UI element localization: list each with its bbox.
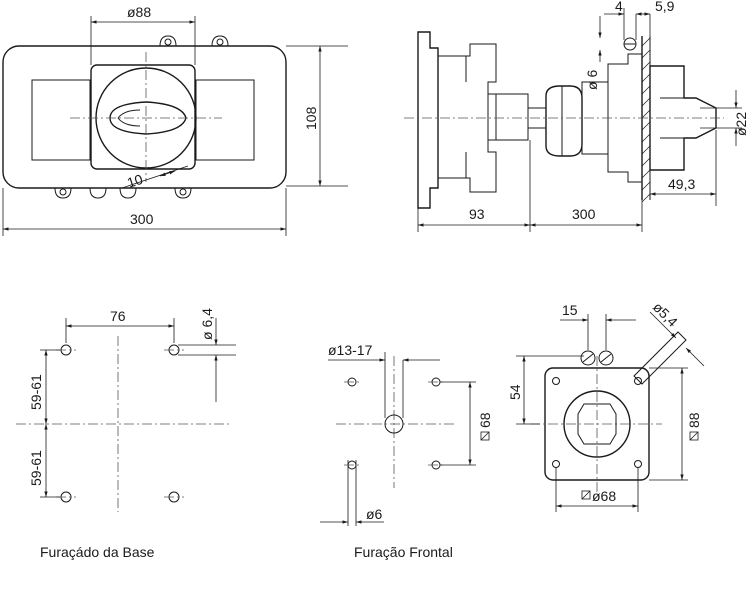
side-dim-300: 300 [572,206,596,222]
side-dim-d22: ø22 [733,112,749,136]
frontal-dim-d13-17: ø13-17 [328,342,373,358]
base-dim-59-61-bottom: 59-61 [28,450,44,486]
panel-screw-left [580,350,596,366]
frontal-drilling-view: ø13-17 68 ø6 Furação Frontal [320,342,493,560]
bottom-screws [54,187,192,199]
rotor-disc [545,85,583,157]
front-dim-offset: 10 [125,171,145,191]
panel-hole-tl [552,377,560,385]
base-dim-59-61-top: 59-61 [28,374,44,410]
side-dim-d6: ø 6 [584,70,600,90]
base-dim-d6-4: ø 6,4 [199,308,215,340]
side-dim-49-3: 49,3 [668,176,695,192]
panel-handle-arm [633,331,687,385]
frontal-center-hole [384,414,404,434]
panel-adapter [607,53,643,183]
side-dim-4: 4 [615,0,623,14]
front-dim-height: 108 [303,106,319,130]
panel-dim-d5-4: ø5,4 [650,299,681,330]
side-view: 4 5,9 ø 6 ø22 49,3 93 300 [404,0,749,232]
panel-knob-ring [563,390,631,458]
enclosure-outline [2,45,287,189]
base-drilling-view: 76 ø 6,4 59-61 59-61 Furaçádo da Base [16,308,236,560]
base-dim-76: 76 [110,308,126,324]
frontal-dim-d6: ø6 [366,506,383,522]
coupling-block [487,93,529,141]
panel-view: 15 ø5,4 54 88 ø68 [507,299,705,512]
panel-dim-15: 15 [562,302,578,318]
base-caption: Furaçádo da Base [40,544,155,560]
panel-screw-right [598,350,614,366]
front-dim-diameter: ø88 [127,4,151,20]
front-view: ø88 300 108 10 [2,4,348,236]
panel-hatching [641,37,651,203]
side-dim-5-9: 5,9 [655,0,675,14]
right-cover-plate [195,79,255,161]
panel-hole-tr [634,377,642,385]
panel-drive-profile [577,403,617,445]
panel-dim-sq68: ø68 [592,488,616,504]
frontal-dim-sq68: 68 [477,412,493,428]
left-cover-plate [31,79,91,161]
base-bracket [417,31,439,209]
panel-dim-sq88: 88 [686,412,702,428]
switch-housing [437,43,497,193]
switch-plate [90,64,196,170]
front-dim-width: 300 [130,211,154,227]
frontal-caption: Furação Frontal [354,544,453,560]
top-screws [159,35,229,47]
panel-hole-br [634,460,642,468]
side-dim-93: 93 [469,206,485,222]
panel-hole-bl [552,460,560,468]
panel-dim-54: 54 [507,384,523,400]
